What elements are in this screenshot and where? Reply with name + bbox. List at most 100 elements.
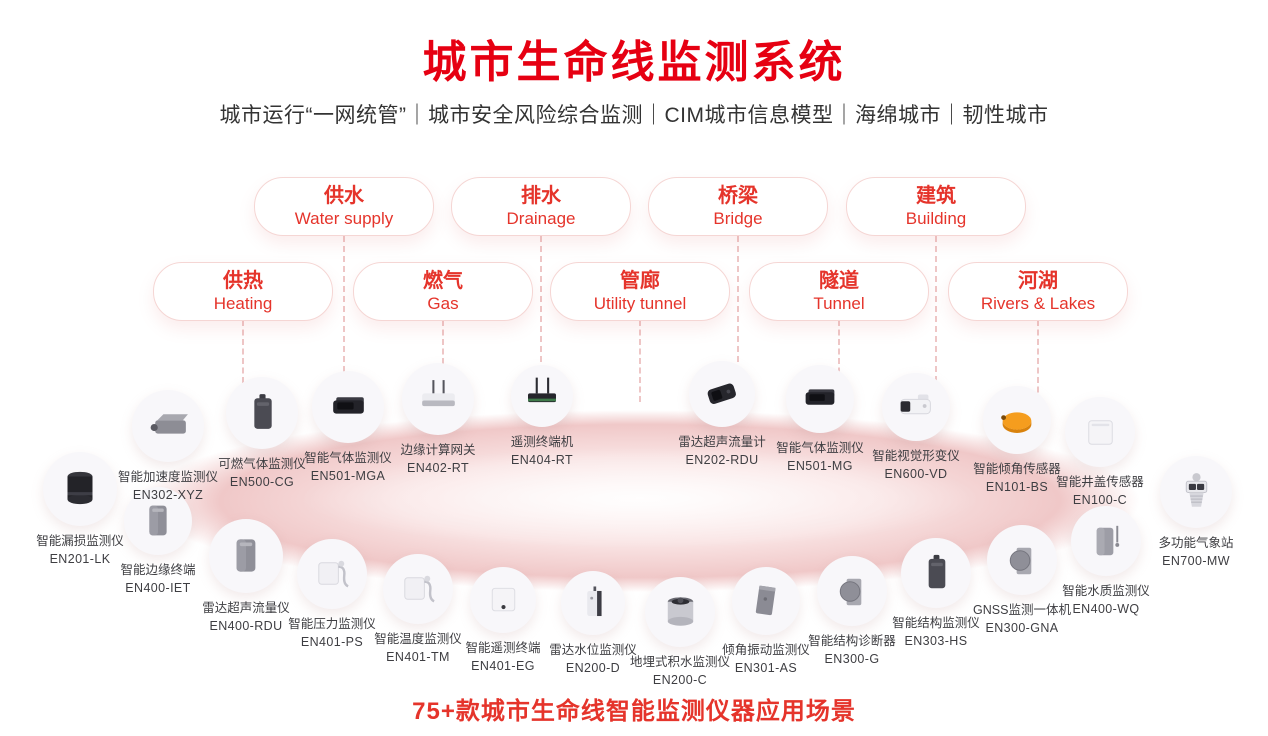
device-model: EN300-G [824,652,880,667]
dashed-connector-line [343,236,345,402]
dashed-connector-line [242,320,244,402]
device-label: 智能加速度监测仪 EN302-XYZ [88,468,248,504]
router-white-icon [402,363,474,435]
category-label-en: Utility tunnel [593,293,687,313]
device-name: 智能井盖传感器 [1056,475,1144,489]
device-name: 智能遥测终端 [465,641,541,655]
device-model: EN401-TM [386,650,450,665]
device-name: 智能压力监测仪 [288,617,376,631]
device-label: 智能遥测终端 EN401-EG [423,639,583,675]
category-label-zh: 管廊 [620,269,660,292]
device-label: 智能温度监测仪 EN401-TM [338,630,498,666]
camera-white-icon [882,373,950,441]
category-label-en: Gas [427,293,459,313]
box-tall-gray-icon [209,519,283,593]
device-name: 智能加速度监测仪 [117,470,218,484]
dashed-connector-line [442,320,444,402]
device-name: 遥测终端机 [510,435,574,449]
device-name: 可燃气体监测仪 [218,457,306,471]
box-tall-gray-icon [124,487,192,555]
device-model: EN303-HS [904,634,968,649]
device-label: 智能结构诊断器 EN300-G [772,632,932,668]
cylinder-dark-icon [43,452,117,526]
category-label-zh: 桥梁 [718,184,758,207]
device-label: 智能气体监测仪 EN501-MGA [268,449,428,485]
device-model: EN501-MG [787,459,853,474]
category-label-en: Building [905,208,967,228]
sensor-cable-white-icon [297,539,367,609]
device-name: 智能边缘终端 [120,563,196,577]
device-name: 智能倾角传感器 [973,462,1061,476]
device-label: 智能水质监测仪 EN400-WQ [1026,582,1186,618]
box-flat-black-icon [312,371,384,443]
category-label-zh: 河湖 [1018,269,1058,292]
device-model: EN301-AS [734,661,798,676]
device-name: 雷达超声流量仪 [202,601,290,615]
device-model: EN400-RDU [209,619,283,634]
device-model: EN500-CG [229,475,295,490]
device-label: 可燃气体监测仪 EN500-CG [182,455,342,491]
device-model: EN202-RDU [685,453,759,468]
device-model: EN300-GNA [985,621,1059,636]
device-label: 智能边缘终端 EN400-IET [78,561,238,597]
pink-stage-ellipse-highlight [300,448,980,548]
category-label-en: Rivers & Lakes [980,293,1096,313]
device-name: 智能温度监测仪 [374,632,462,646]
category-label-zh: 燃气 [423,269,463,292]
box-tall-light-icon [561,571,625,635]
device-name: 智能气体监测仪 [776,441,864,455]
device-name: 倾角振动监测仪 [722,643,810,657]
device-model: EN200-D [565,661,621,676]
device-model: EN501-MGA [310,469,386,484]
device-label: 智能倾角传感器 EN101-BS [937,460,1097,496]
box-flat-gray-icon [132,390,204,462]
box-antenna-gray-icon [1071,506,1141,576]
device-model: EN302-XYZ [132,488,204,503]
device-name: 智能气体监测仪 [304,451,392,465]
device-label: 遥测终端机 EN404-RT [462,433,622,469]
cylinder-steel-icon [645,577,715,647]
disc-orange-icon [983,386,1051,454]
category-label-en: Tunnel [813,293,865,313]
device-name: 智能水质监测仪 [1062,584,1150,598]
device-model: EN401-EG [471,659,535,674]
device-model: EN400-IET [125,581,191,596]
category-label-en: Water supply [294,208,394,228]
dashed-connector-line [935,236,937,402]
device-model: EN101-BS [985,480,1049,495]
category-label-en: Heating [213,293,273,313]
disc-mount-gray-icon [987,525,1057,595]
plate-gray-icon [732,567,800,635]
device-name: 智能漏损监测仪 [36,534,124,548]
box-tall-dark-icon [901,538,971,608]
device-model: EN401-PS [300,635,364,650]
device-model: EN400-WQ [1072,602,1140,617]
device-model: EN600-VD [884,467,948,482]
device-model: EN402-RT [406,461,470,476]
device-name: 雷达水位监测仪 [549,643,637,657]
category-label-zh: 隧道 [819,269,859,292]
dashed-connector-line [1037,320,1039,402]
device-model: EN404-RT [510,453,574,468]
dashed-connector-line [838,320,840,402]
footer-title: 75+款城市生命线智能监测仪器应用场景 [412,698,856,725]
device-name: 智能结构诊断器 [808,634,896,648]
page-subtitle: 城市运行“一网统管”｜城市安全风险综合监测｜CIM城市信息模型｜海绵城市｜韧性城… [219,104,1049,127]
sensor-angular-black-icon [689,361,755,427]
dashed-connector-line [540,236,542,402]
